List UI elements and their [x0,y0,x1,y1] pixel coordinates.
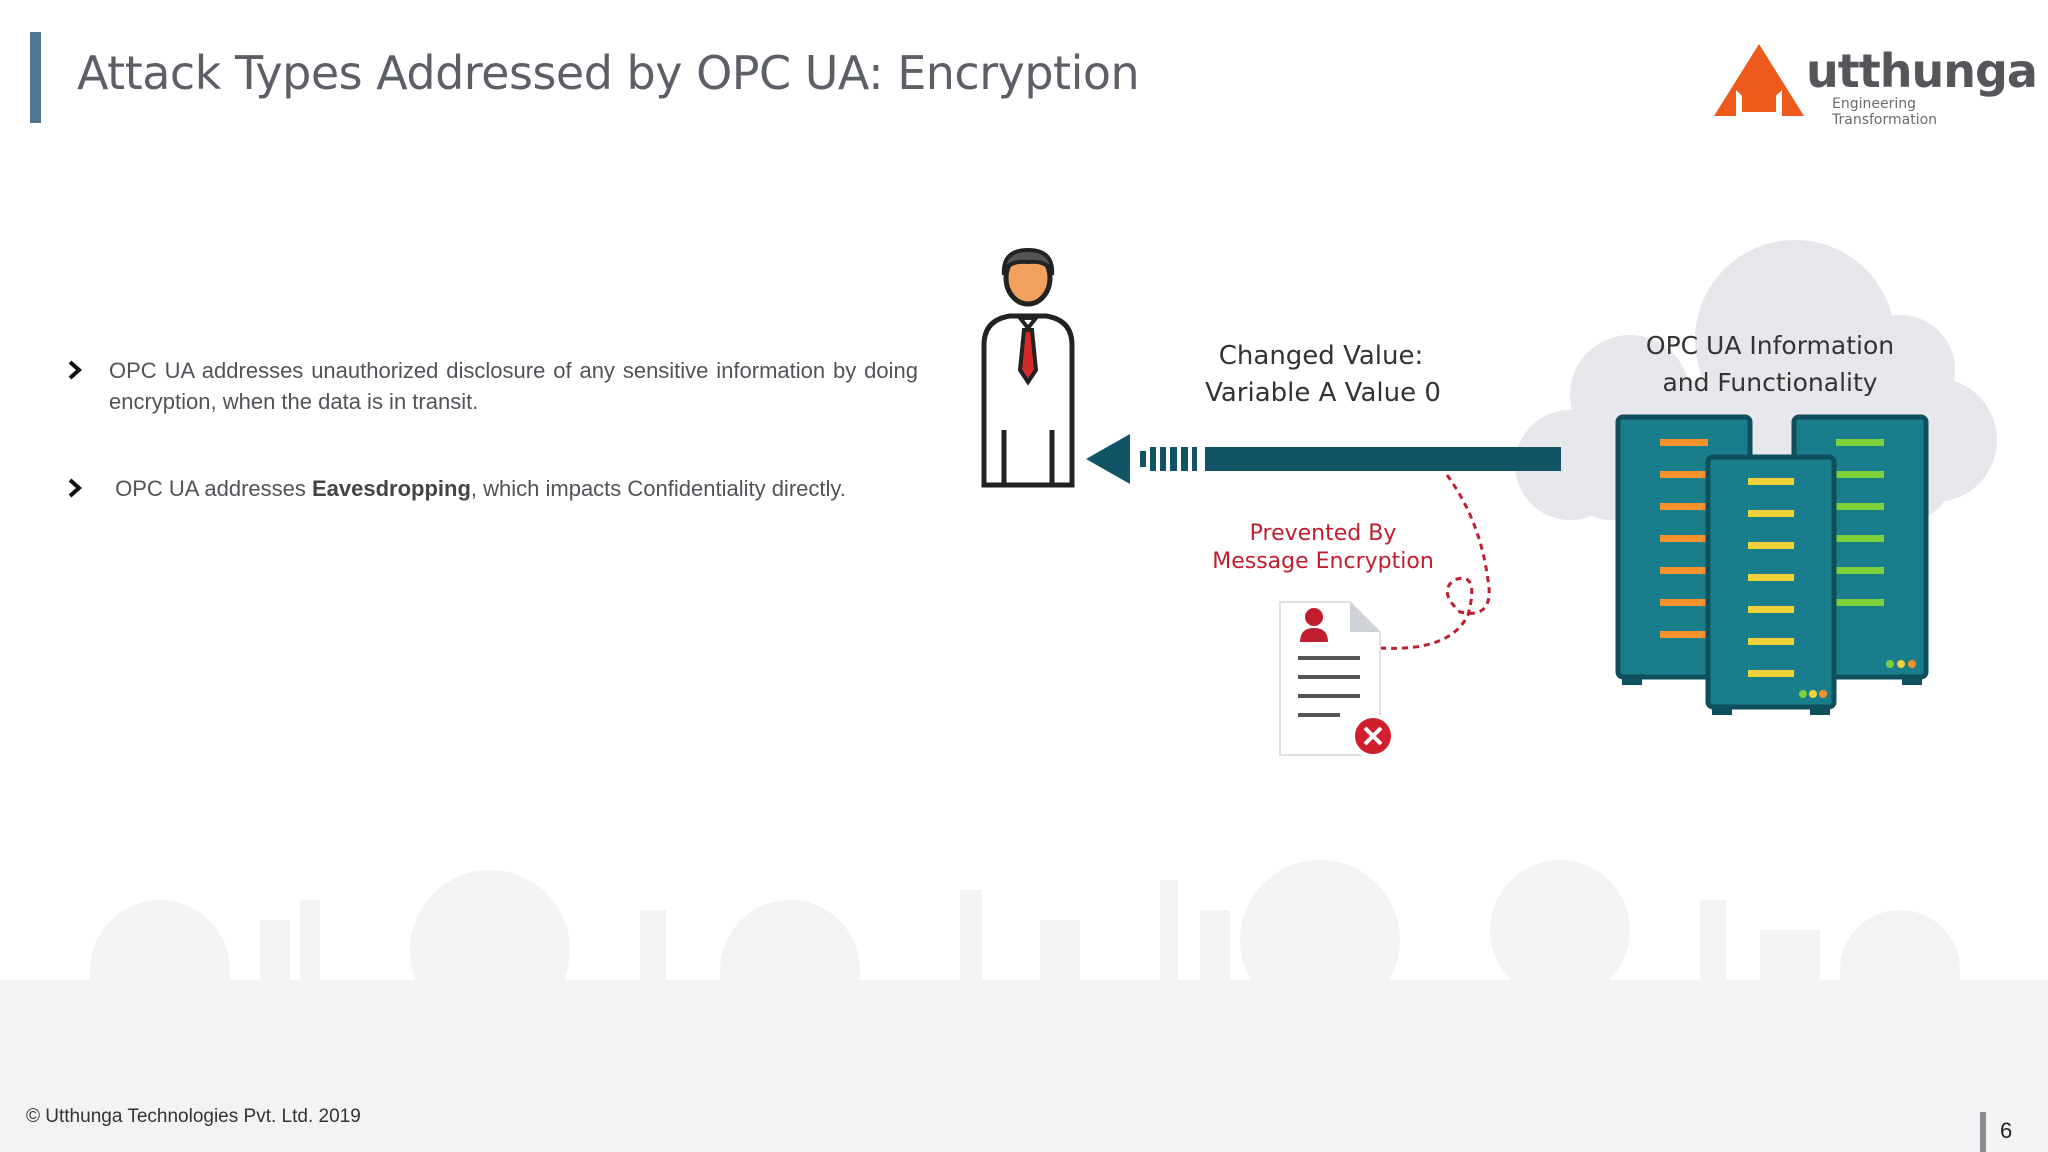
chevron-right-icon [68,478,83,498]
close-icon [1351,714,1395,758]
bullet-item: OPC UA addresses Eavesdropping, which im… [66,473,918,504]
chevron-right-icon [68,360,83,380]
bullet-text-prefix: OPC UA addresses [109,476,312,501]
page-number-bar [1980,1112,1986,1152]
document-icon [1279,601,1381,756]
title-accent-bar [30,32,41,123]
bullet-text-suffix: , which impacts Confidentiality directly… [470,476,846,501]
prevented-line1: Prevented By [1250,521,1397,546]
changed-value-line1: Changed Value: [1219,341,1423,371]
bullet-list: OPC UA addresses unauthorized disclosure… [66,355,918,560]
changed-value-line2: Variable A Value 0 [1205,378,1441,408]
slide-title: Attack Types Addressed by OPC UA: Encryp… [77,46,1140,100]
page-number: 6 [2000,1118,2013,1143]
logo-tagline: Engineering Transformation [1832,96,1938,128]
bullet-text: OPC UA addresses unauthorized disclosure… [109,358,918,414]
utthunga-logo: utthunga Engineering Transformation [1712,36,2038,128]
logo-wordmark: utthunga [1806,44,2038,98]
data-arrow [1086,434,1561,484]
background-skyline [0,860,2048,1152]
person-icon [981,247,1075,488]
prevented-line2: Message Encryption [1212,549,1434,574]
server-label-line1: OPC UA Information [1646,331,1894,360]
encryption-diagram: Changed Value: Variable A Value 0 Preven… [981,240,1997,758]
server-label-line2: and Functionality [1662,368,1877,397]
bullet-text-bold: Eavesdropping [311,476,471,501]
leak-path [1379,474,1491,650]
copyright-footer: © Utthunga Technologies Pvt. Ltd. 2019 [26,1106,361,1127]
server-rack-icon [1705,454,1837,715]
logo-mark-icon [1714,44,1804,116]
bullet-item: OPC UA addresses unauthorized disclosure… [66,355,918,417]
